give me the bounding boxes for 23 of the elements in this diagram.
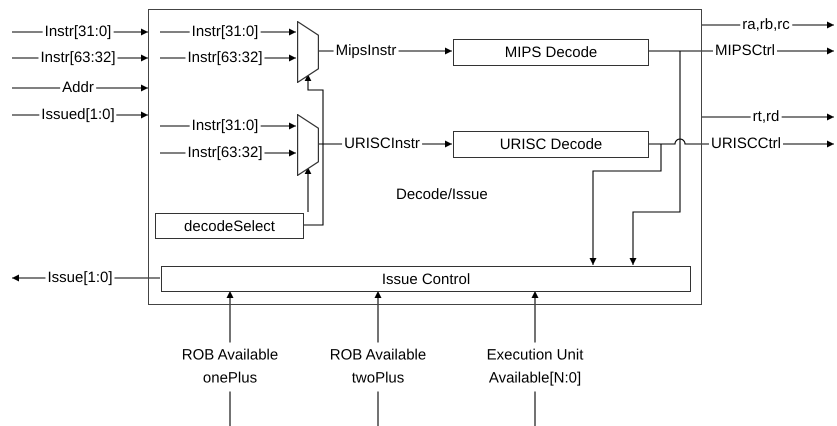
edge-label: Instr[31:0]: [190, 23, 260, 41]
edge-label: Instr[63:32]: [185, 144, 265, 162]
multiplexer-symbol: [297, 114, 319, 176]
arrow: [630, 50, 681, 265]
process-box: URISC Decode: [453, 131, 649, 158]
edge-label: rt,rd: [750, 108, 782, 126]
process-box: Issue Control: [161, 266, 691, 292]
edge-label: Instr[63:32]: [185, 49, 265, 67]
edge-label: Instr[31:0]: [190, 117, 260, 135]
edge-label: Issue[1:0]: [45, 269, 115, 287]
edge-label: Instr[63:32]: [38, 49, 118, 67]
arrow: [304, 167, 312, 212]
block-title: Decode/Issue: [396, 186, 488, 203]
multiplexer-symbol: [297, 21, 319, 83]
arrow: [590, 143, 662, 265]
edge-label: Issued[1:0]: [39, 106, 117, 124]
module-frame: [148, 9, 702, 305]
arrow: [303, 74, 324, 226]
edge-label: MipsInstr: [334, 42, 398, 60]
process-box: MIPS Decode: [453, 39, 649, 66]
edge-label: Instr[31:0]: [42, 23, 114, 41]
edge-label: ra,rb,rc: [740, 16, 792, 34]
process-box: decodeSelect: [155, 213, 304, 239]
